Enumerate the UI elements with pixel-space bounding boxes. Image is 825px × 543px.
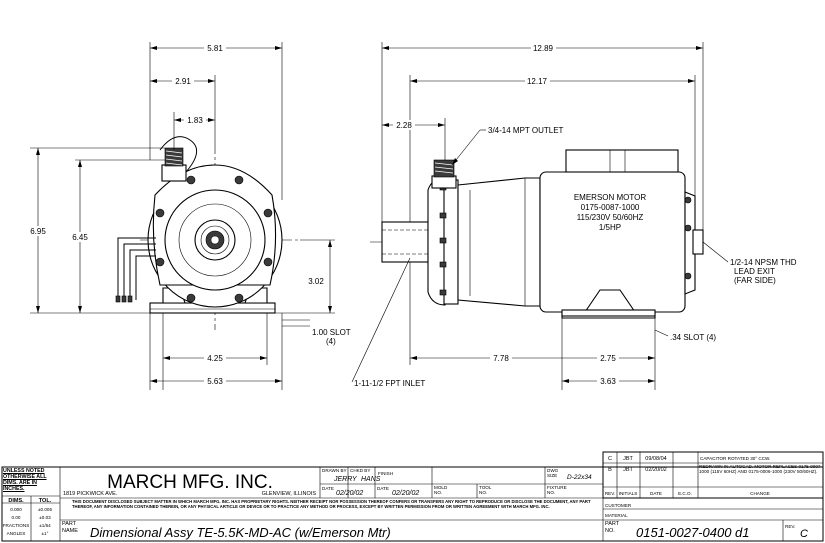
part-no-label: PART NO.	[605, 521, 620, 534]
fixture-label: FIXTURE NO.	[547, 485, 567, 495]
company-city: GLENVIEW, ILLINOIS	[262, 491, 317, 497]
drawn-by-label: DRAWN BY	[322, 468, 347, 473]
dim-3-63: 3.63	[600, 377, 616, 386]
front-view-dimensions	[30, 42, 335, 390]
lead-exit	[692, 229, 704, 255]
title-block: UNLESS NOTED OTHERWISE ALL DIMS. ARE IN …	[1, 452, 824, 542]
dwg-size-label: DWG SIZE	[547, 468, 559, 478]
slot-left-callout: 1.00 SLOT	[312, 328, 351, 337]
front-view: 5.81 2.91 1.83 6.95 6.45 3.02 4.25 5.63 …	[27, 42, 351, 390]
lead-wires	[115, 237, 156, 303]
dim-4-25: 4.25	[207, 354, 223, 363]
rev-b-initials: JBT	[623, 467, 633, 473]
tol-row-3-tol: ±1/64	[39, 523, 51, 528]
inlet-pipe	[381, 221, 429, 263]
rev-c-initials: JBT	[623, 456, 633, 462]
dim-2-75: 2.75	[600, 354, 616, 363]
rev-value: C	[800, 528, 808, 540]
rev-header-initials: INITIALS	[619, 491, 638, 496]
rev-c-change: CAPACITOR ROTATED 30° CCW.	[700, 456, 770, 461]
rev-label: REV.	[785, 524, 795, 529]
rev-header-eco: E.C.O.	[678, 491, 692, 496]
dim-2-91: 2.91	[175, 77, 191, 86]
lead-exit-callout-1: 1/2-14 NPSM THD	[730, 258, 797, 267]
dim-6-45: 6.45	[72, 233, 88, 242]
chkd-by: HANS	[361, 476, 381, 483]
tol-row-2-tol: ±0.03	[39, 515, 51, 520]
company-address: 1819 PICKWICK AVE.	[63, 491, 118, 497]
mold-label: MOLD NO.	[434, 485, 448, 495]
dims-header: DIMS.	[8, 498, 24, 504]
dim-7-78: 7.78	[493, 354, 509, 363]
part-name-label: PART NAME	[62, 521, 78, 534]
finish-label: FINISH	[378, 471, 393, 476]
tol-row-2-dims: 0.00	[12, 515, 21, 520]
motor-label-4: 1/5HP	[599, 223, 621, 232]
chkd-by-label: CHKD BY	[350, 468, 371, 473]
material-label: MATERIAL	[605, 513, 628, 518]
lead-exit-callout-2: LEAD EXIT	[734, 267, 775, 276]
tol-row-3-dims: FRACTIONS	[3, 523, 30, 528]
tol-row-4-dims: ANGLES	[7, 531, 26, 536]
chkd-date: 02/20/02	[392, 490, 419, 497]
rev-b-date: 02/20/02	[645, 467, 666, 473]
rev-c-date: 09/08/04	[645, 456, 666, 462]
tol-row-1-dims: 0.000	[10, 507, 22, 512]
inlet-callout: 1-11-1/2 FPT INLET	[354, 379, 425, 388]
outlet-base-side	[431, 175, 457, 189]
drawn-by: JERRY	[333, 476, 358, 483]
revision-block: C JBT 09/08/04 CAPACITOR ROTATED 30° CCW…	[602, 451, 824, 499]
tool-label: TOOL NO.	[479, 485, 492, 495]
rev-header-change: CHANGE	[750, 491, 770, 496]
customer-label: CUSTOMER	[605, 503, 632, 508]
dim-6-95: 6.95	[30, 227, 46, 236]
part-name: Dimensional Assy TE-5.5K-MD-AC (w/Emerso…	[90, 525, 391, 540]
dim-2-28: 2.28	[396, 121, 412, 130]
dwg-size: D-22x34	[567, 474, 592, 481]
outlet-callout: 3/4-14 MPT OUTLET	[488, 126, 564, 135]
end-bell	[684, 191, 696, 295]
slot-right-callout: .34 SLOT (4)	[670, 333, 716, 342]
rev-header-date: DATE	[650, 491, 662, 496]
capacitor	[565, 149, 679, 173]
rev-header-rev: REV.	[605, 491, 615, 496]
tol-row-4-tol: ±1°	[42, 531, 49, 536]
dim-12-17: 12.17	[527, 77, 548, 86]
rev-c-rev: C	[608, 456, 612, 462]
drawn-date: 02/20/02	[336, 490, 363, 497]
volute-bolts	[155, 175, 273, 303]
dim-5-63: 5.63	[207, 377, 223, 386]
dim-5-81: 5.81	[207, 44, 223, 53]
rev-b-rev: B	[608, 467, 612, 473]
tol-header: TOL.	[39, 498, 52, 504]
part-no: 0151-0027-0400 d1	[636, 525, 750, 540]
cord	[159, 136, 197, 173]
drawn-date-label: DATE	[322, 486, 334, 491]
chkd-date-label: DATE	[377, 486, 389, 491]
outlet-base	[161, 164, 187, 182]
motor-label-2: 0175-0087-1000	[581, 203, 640, 212]
tol-row-1-tol: ±0.005	[38, 507, 52, 512]
company-name: MARCH MFG. INC.	[107, 472, 273, 493]
side-view: EMERSON MOTOR 0175-0087-1000 115/230V 50…	[351, 42, 797, 390]
motor-label-3: 115/230V 50/60HZ	[577, 213, 644, 222]
dim-12-89: 12.89	[533, 44, 554, 53]
dim-1-83: 1.83	[187, 116, 203, 125]
slot-left-qty: (4)	[326, 337, 336, 346]
proprietary-notice: THIS DOCUMENT DISCLOSED SUBJECT MATTER I…	[72, 499, 591, 509]
tolerance-header: UNLESS NOTED OTHERWISE ALL DIMS. ARE IN …	[3, 468, 47, 492]
rev-b-change: REDRAWN IN AUTOCAD. MOTOR REPLACES 0175-…	[699, 464, 822, 475]
dim-3-02: 3.02	[308, 277, 324, 286]
lead-exit-callout-3: (FAR SIDE)	[734, 276, 776, 285]
motor-label-1: EMERSON MOTOR	[574, 193, 647, 202]
